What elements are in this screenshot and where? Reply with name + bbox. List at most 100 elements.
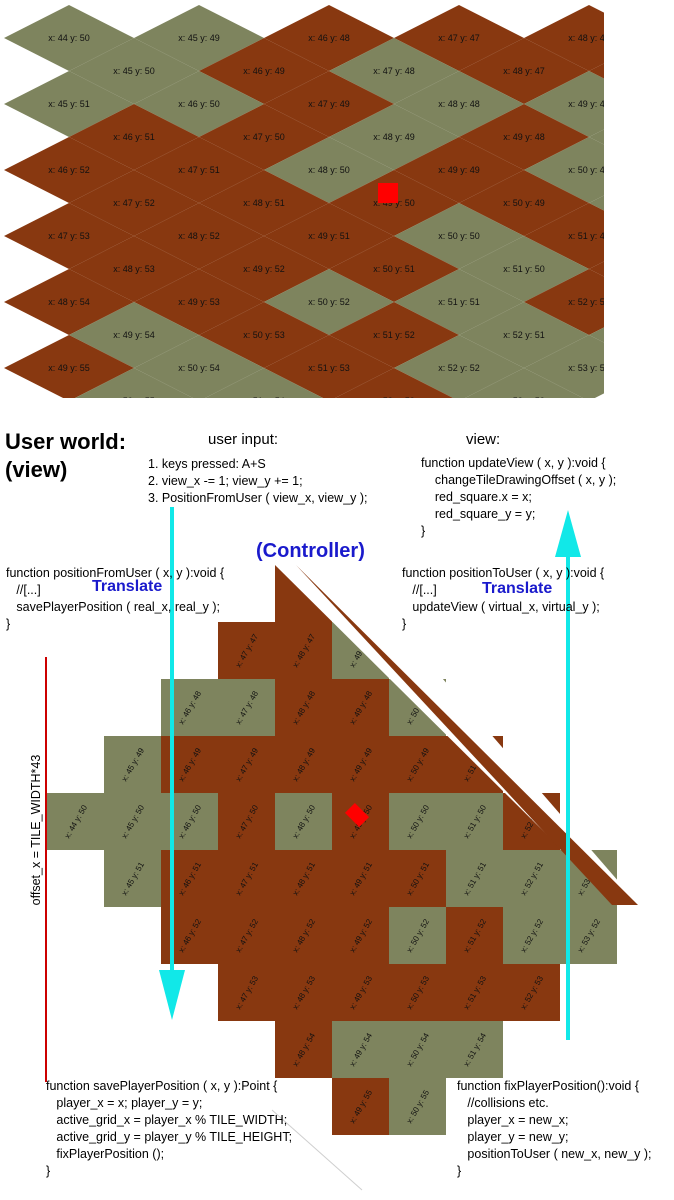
iso-tile-label: x: 49 y: 52 (243, 264, 285, 274)
grid-tile (332, 736, 389, 793)
grid-tile (275, 679, 332, 736)
faint-diagonal-line (271, 1109, 363, 1191)
offset-x-label: offset_x = TILE_WIDTH*43 (29, 754, 43, 906)
iso-tile-label: x: 48 y: 46 (568, 33, 610, 43)
iso-tile-label: x: 45 y: 49 (178, 33, 220, 43)
grid-tile (218, 622, 275, 679)
grid-tile (446, 850, 503, 907)
grid-tile (218, 907, 275, 964)
grid-tile (104, 793, 161, 850)
grid-tile (275, 964, 332, 1021)
iso-tile-label: x: 51 y: 53 (308, 363, 350, 373)
iso-tile-label: x: 48 y: 52 (178, 231, 220, 241)
iso-tile-label: x: 48 y: 51 (243, 198, 285, 208)
iso-tile-label: x: 46 y: 50 (178, 99, 220, 109)
grid-tile (446, 907, 503, 964)
grid-tile (332, 1078, 389, 1135)
iso-tile-label: x: 50 y: 52 (308, 297, 350, 307)
position-from-user-code: function positionFromUser ( x, y ):void … (6, 566, 225, 631)
grid-tile (389, 1021, 446, 1078)
grid-diagonal-edge (296, 565, 638, 905)
iso-tile-label: x: 47 y: 53 (48, 231, 90, 241)
iso-tile-label: x: 49 y: 51 (308, 231, 350, 241)
grid-tile (104, 736, 161, 793)
iso-tile-label: x: 50 y: 54 (178, 363, 220, 373)
iso-tile-label: x: 50 y: 51 (373, 264, 415, 274)
grid-tile (389, 907, 446, 964)
grid-tile (389, 793, 446, 850)
up-arrow-shaft (566, 553, 570, 1040)
iso-tile-label: x: 53 y: 51 (568, 363, 610, 373)
grid-tile (503, 964, 560, 1021)
grid-tile (389, 1078, 446, 1135)
controller-label: (Controller) (256, 540, 365, 562)
iso-tile-label: x: 47 y: 49 (308, 99, 350, 109)
iso-tile-label: x: 48 y: 47 (503, 66, 545, 76)
update-view-code: function updateView ( x, y ):void { chan… (421, 456, 617, 538)
iso-tile-label: x: 50 y: 53 (243, 330, 285, 340)
down-arrow-head (159, 970, 185, 1020)
user-input-steps: 1. keys pressed: A+S 2. view_x -= 1; vie… (148, 457, 368, 505)
grid-player-marker (344, 802, 370, 828)
grid-tile (446, 964, 503, 1021)
iso-tile-label: x: 47 y: 51 (178, 165, 220, 175)
iso-tile-label: x: 46 y: 49 (243, 66, 285, 76)
grid-tile (389, 964, 446, 1021)
grid-tile (218, 850, 275, 907)
grid-tile (218, 964, 275, 1021)
iso-tile-label: x: 47 y: 52 (113, 198, 155, 208)
iso-tile-label: x: 48 y: 50 (308, 165, 350, 175)
iso-tile-label: x: 45 y: 50 (113, 66, 155, 76)
iso-clip-bottom (0, 398, 674, 420)
grid-tile (389, 850, 446, 907)
iso-tile-label: x: 48 y: 49 (373, 132, 415, 142)
fix-player-position-code: function fixPlayerPosition():void { //co… (457, 1079, 652, 1178)
up-arrow-head (555, 510, 581, 557)
translate-left-label: Translate (92, 578, 163, 595)
grid-tile (218, 736, 275, 793)
grid-tile (332, 850, 389, 907)
grid-tile (503, 850, 560, 907)
grid-tile (332, 1021, 389, 1078)
iso-tile-label: x: 52 y: 52 (438, 363, 480, 373)
iso-tile-label: x: 44 y: 50 (48, 33, 90, 43)
user-input-heading: user input: (208, 431, 279, 448)
grid-tile (332, 907, 389, 964)
translate-right-label: Translate (482, 580, 553, 597)
iso-tile-label: x: 51 y: 51 (438, 297, 480, 307)
iso-tile-label: x: 51 y: 52 (373, 330, 415, 340)
iso-tile-label: x: 49 y: 53 (178, 297, 220, 307)
iso-tile-label: x: 47 y: 50 (243, 132, 285, 142)
iso-tile-label: x: 45 y: 51 (48, 99, 90, 109)
position-to-user-code: function positionToUser ( x, y ):void { … (402, 566, 605, 631)
grid-tile (275, 850, 332, 907)
save-player-position-code: function savePlayerPosition ( x, y ):Poi… (46, 1079, 293, 1178)
iso-tile-label: x: 49 y: 54 (113, 330, 155, 340)
grid-tile (503, 907, 560, 964)
iso-tile-label: x: 49 y: 47 (568, 99, 610, 109)
iso-tile-label: x: 50 y: 49 (503, 198, 545, 208)
grid-tile (446, 1021, 503, 1078)
iso-tile-label: x: 47 y: 48 (373, 66, 415, 76)
iso-tile-label: x: 48 y: 54 (48, 297, 90, 307)
grid-tile (218, 679, 275, 736)
iso-tile-label: x: 50 y: 48 (568, 165, 610, 175)
iso-tile-label: x: 46 y: 48 (308, 33, 350, 43)
iso-tile-label: x: 52 y: 51 (503, 330, 545, 340)
grid-tile (389, 736, 446, 793)
iso-tile-label: x: 49 y: 55 (48, 363, 90, 373)
grid-tile (332, 964, 389, 1021)
grid-tile (218, 793, 275, 850)
grid-tile (446, 793, 503, 850)
iso-player-marker (378, 183, 398, 203)
iso-tile-label: x: 52 y: 50 (568, 297, 610, 307)
grid-tile (275, 622, 332, 679)
grid-tile (275, 793, 332, 850)
grid-tile (275, 907, 332, 964)
iso-tile-label: x: 51 y: 49 (568, 231, 610, 241)
iso-tile-label: x: 49 y: 48 (503, 132, 545, 142)
user-world-title: User world: (view) (5, 429, 127, 482)
